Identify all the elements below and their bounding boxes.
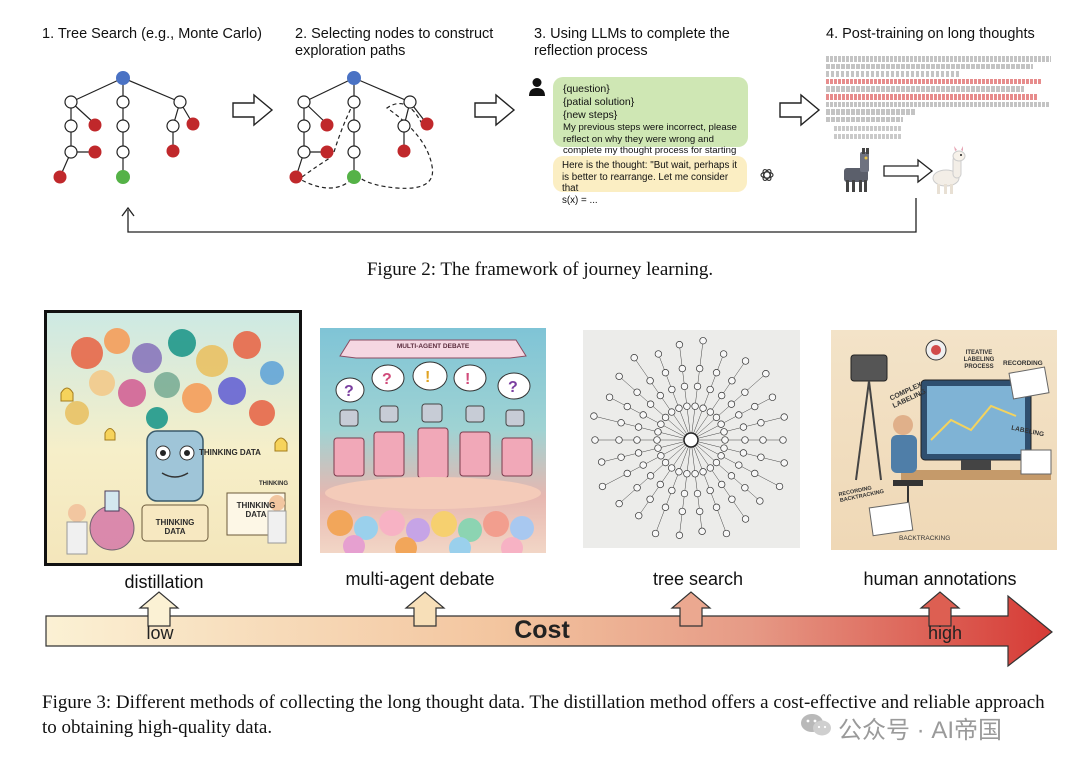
response-line: Here is the thought: "But wait, perhaps … [562, 160, 738, 194]
figure-2-caption: Figure 2: The framework of journey learn… [366, 259, 714, 280]
feedback-loop-arrow [121, 198, 917, 233]
recording-tag: RECORDING [1003, 360, 1043, 367]
tree-search-image [583, 330, 800, 548]
watermark-text: 公众号 · AI帝国 [838, 717, 1003, 744]
root-node [116, 71, 130, 85]
response-bubble: Here is the thought: "But wait, perhaps … [553, 156, 747, 206]
svg-text:?: ? [382, 371, 392, 388]
multi-agent-debate-label: multi-agent debate [345, 569, 495, 589]
watermark: 公众号 · AI帝国 [800, 708, 1060, 744]
up-arrow-icon [670, 591, 712, 627]
cost-axis-arrow [45, 591, 1053, 668]
distillation-label: distillation [124, 572, 204, 592]
cost-high-label: high [927, 623, 963, 643]
step-2-title: 2. Selecting nodes to construct explorat… [295, 26, 494, 59]
backtracking-tag: BACKTRACKING [899, 535, 951, 542]
step-4-title: 4. Post-training on long thoughts [826, 26, 1035, 42]
svg-text:?: ? [344, 383, 354, 400]
human-annotations-label: human annotations [863, 569, 1017, 589]
step-1-title: 1. Tree Search (e.g., Monte Carlo) [42, 26, 263, 42]
thinking-data-tag: THINKING DATA [199, 448, 261, 457]
cost-axis-label: Cost [514, 616, 570, 644]
llama-icon [932, 146, 966, 194]
up-arrow-icon [404, 591, 446, 627]
up-arrow-icon [138, 591, 180, 627]
llama-training-illustration [844, 146, 966, 194]
thinking-tag: THINKING [259, 481, 288, 487]
arrow-right-icon [779, 93, 821, 127]
arrow-right-icon [232, 93, 274, 127]
thinking-data-tag: THINKING DATA [236, 501, 276, 519]
tree-search-label: tree search [652, 569, 744, 589]
exploration-path-diagram [289, 71, 434, 189]
prompt-line: {question} [563, 83, 610, 95]
user-icon [529, 78, 545, 96]
svg-text:!: ! [425, 369, 430, 386]
wechat-icon [801, 714, 831, 736]
distillation-image: THINKING DATA THINKING THINKING DATA THI… [44, 310, 302, 566]
cost-low-label: low [146, 623, 174, 643]
prompt-line: {patial solution} [563, 96, 635, 108]
svg-text:?: ? [508, 379, 518, 396]
robot-llama-icon [844, 148, 869, 192]
step-3-title: 3. Using LLMs to complete the reflection… [534, 26, 730, 59]
up-arrow-icon [919, 591, 961, 627]
arrow-right-icon [474, 93, 516, 127]
prompt-line: {new steps} [563, 109, 618, 121]
prompt-bubble: {question} {patial solution} {new steps}… [553, 77, 748, 168]
long-thought-document-thumbnail [826, 56, 1051, 142]
openai-logo-icon [760, 169, 774, 181]
human-annotations-image: COMPLEX LABELING ITEATIVE LABELING PROCE… [831, 330, 1057, 550]
tree-search-diagram [53, 71, 200, 184]
response-line: s(x) = ... [562, 194, 598, 206]
debate-banner: MULTI-AGENT DEBATE [396, 343, 470, 350]
iterative-labeling-tag: ITEATIVE LABELING PROCESS [963, 350, 995, 370]
thinking-data-tag: THINKING DATA [155, 518, 195, 536]
svg-text:!: ! [465, 371, 470, 388]
figure-3-caption: Figure 3: Different methods of collectin… [42, 692, 1045, 738]
multi-agent-debate-image: ?? !!? MULTI-AGENT DEBATE [320, 328, 546, 553]
